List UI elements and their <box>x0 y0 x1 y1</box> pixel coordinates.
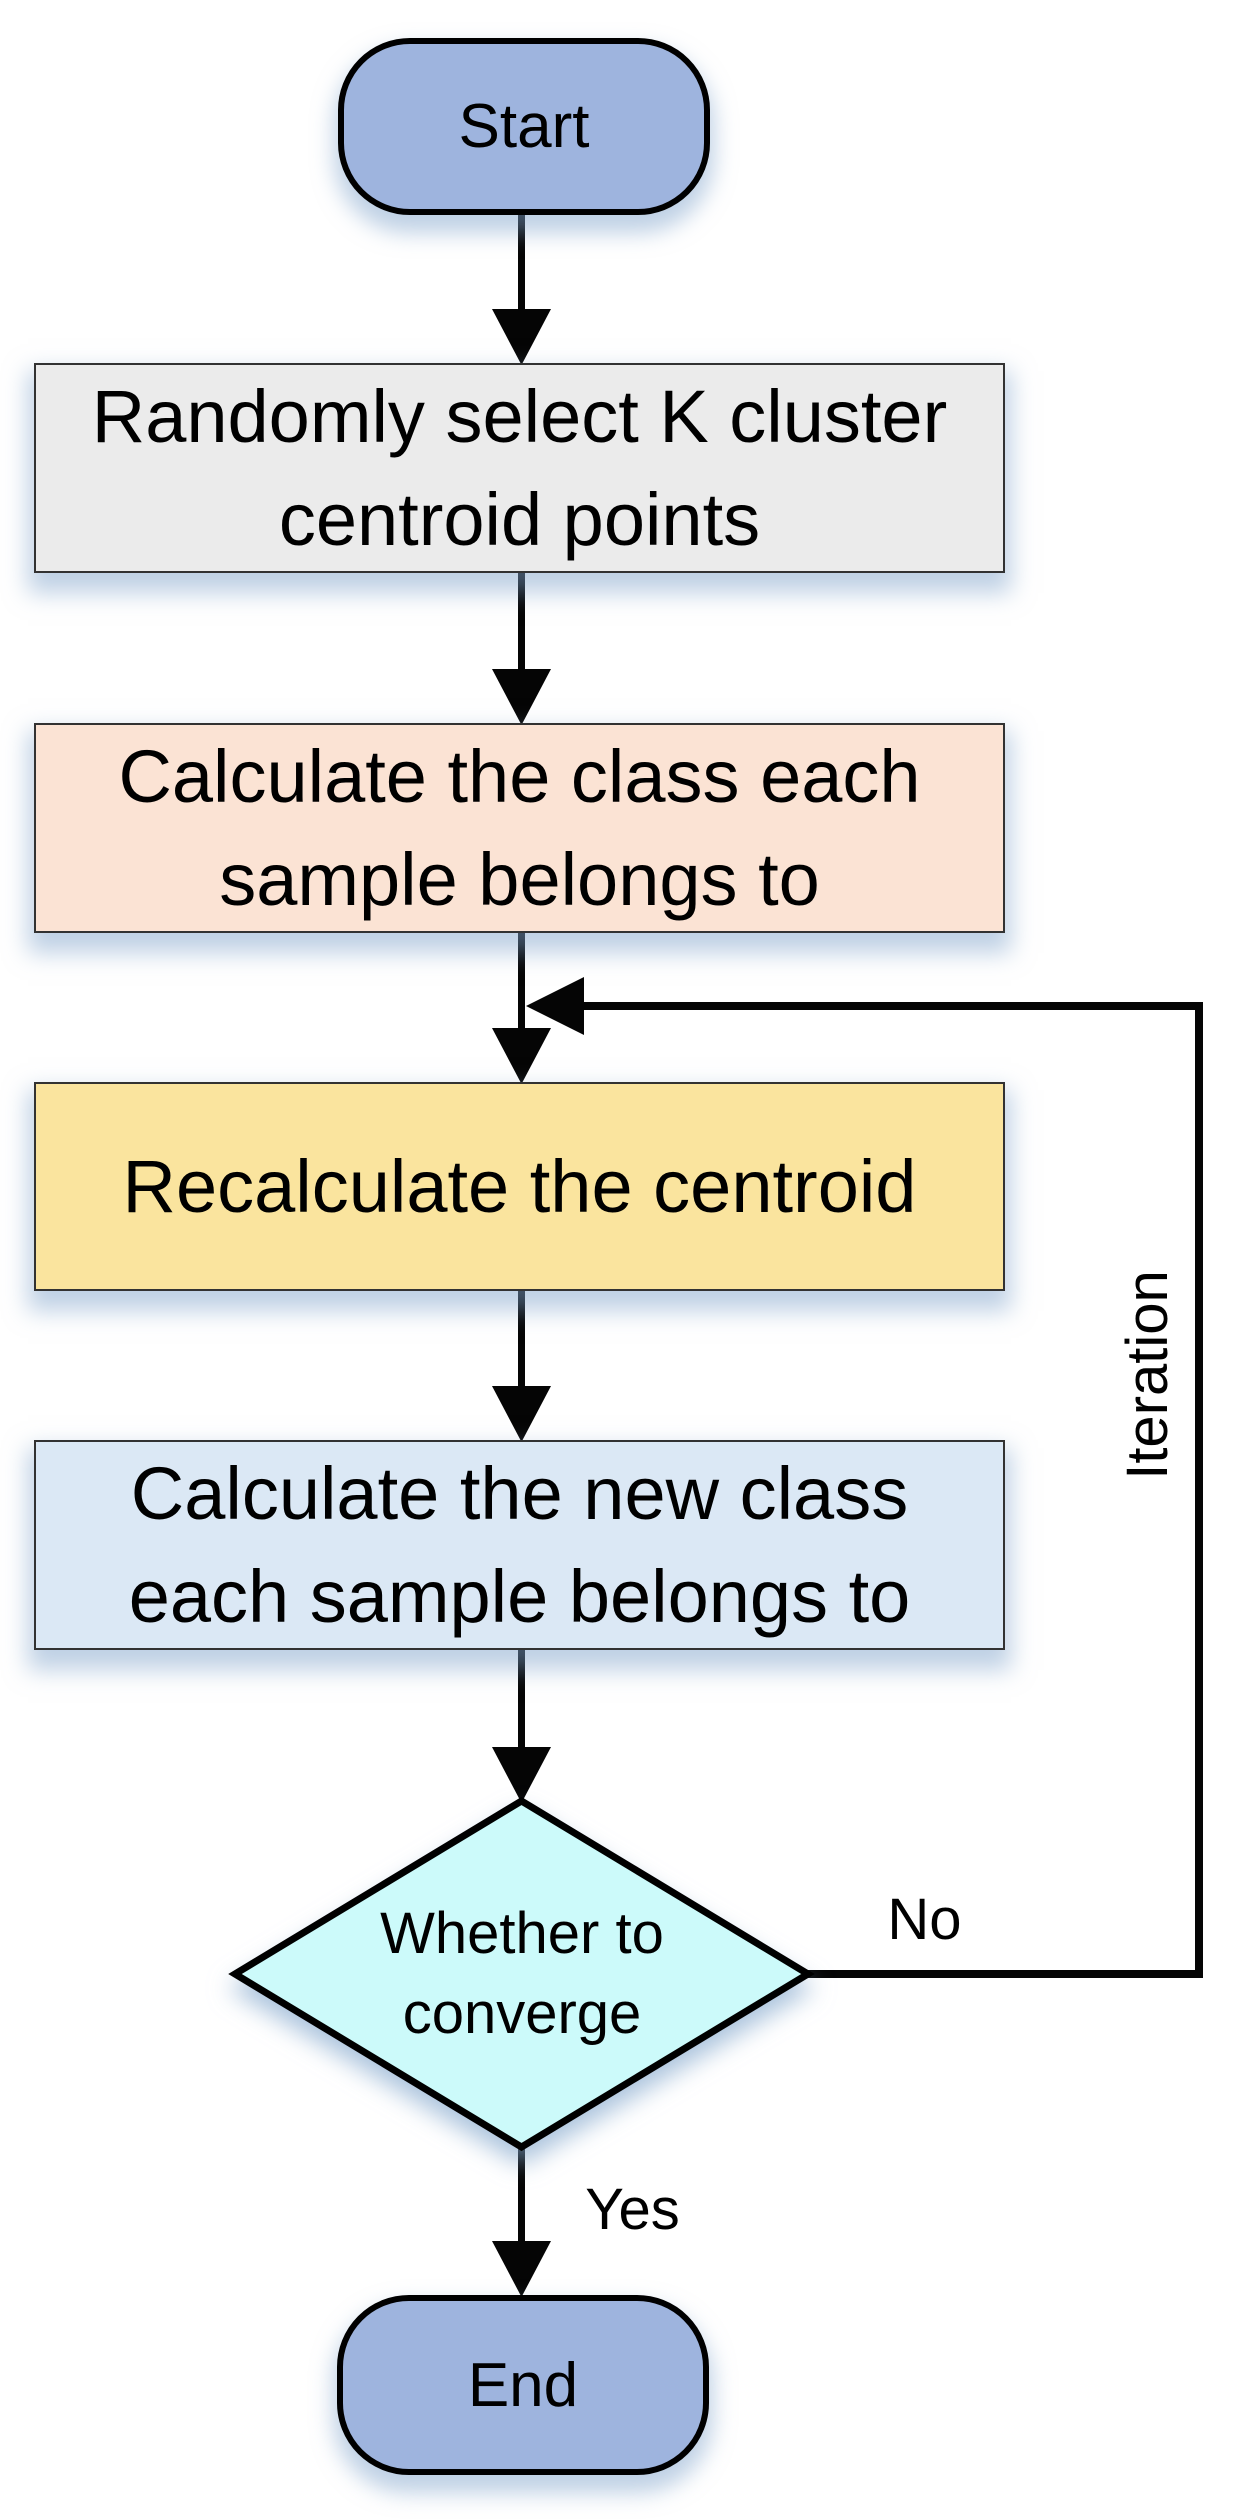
node-decision-label: Whether to converge <box>380 1901 664 2046</box>
node-step1: Randomly select K cluster centroid point… <box>34 363 1005 573</box>
arrow-decision-to-end-head <box>492 2241 551 2297</box>
arrow-step1-to-step2-head <box>492 669 551 725</box>
node-start-label: Start <box>458 92 590 161</box>
iteration-loop-line <box>582 1002 1203 1978</box>
node-start: Start <box>338 38 710 215</box>
node-step1-label: Randomly select K cluster centroid point… <box>91 375 948 561</box>
node-end-label: End <box>467 2350 579 2420</box>
arrow-step3-to-step4-head <box>492 1386 551 1442</box>
node-step3-label: Recalculate the centroid <box>122 1145 917 1228</box>
node-step4-label: Calculate the new class each sample belo… <box>128 1452 911 1638</box>
edge-label-yes: Yes <box>585 2177 680 2242</box>
node-step3: Recalculate the centroid <box>34 1082 1005 1291</box>
edge-label-iteration: Iteration <box>1115 1270 1180 1480</box>
node-decision-shape <box>228 1796 815 2152</box>
node-end: End <box>337 2295 709 2475</box>
arrow-step4-to-decision-head <box>492 1747 551 1803</box>
edge-label-no: No <box>887 1887 962 1952</box>
node-step2: Calculate the class each sample belongs … <box>34 723 1005 933</box>
iteration-loop-head <box>526 977 584 1035</box>
arrow-start-to-step1-head <box>492 309 551 365</box>
node-step2-label: Calculate the class each sample belongs … <box>118 735 921 921</box>
node-decision: Whether to converge <box>262 1874 782 2074</box>
arrow-step2-to-step3-head <box>492 1028 551 1084</box>
node-step4: Calculate the new class each sample belo… <box>34 1440 1005 1650</box>
